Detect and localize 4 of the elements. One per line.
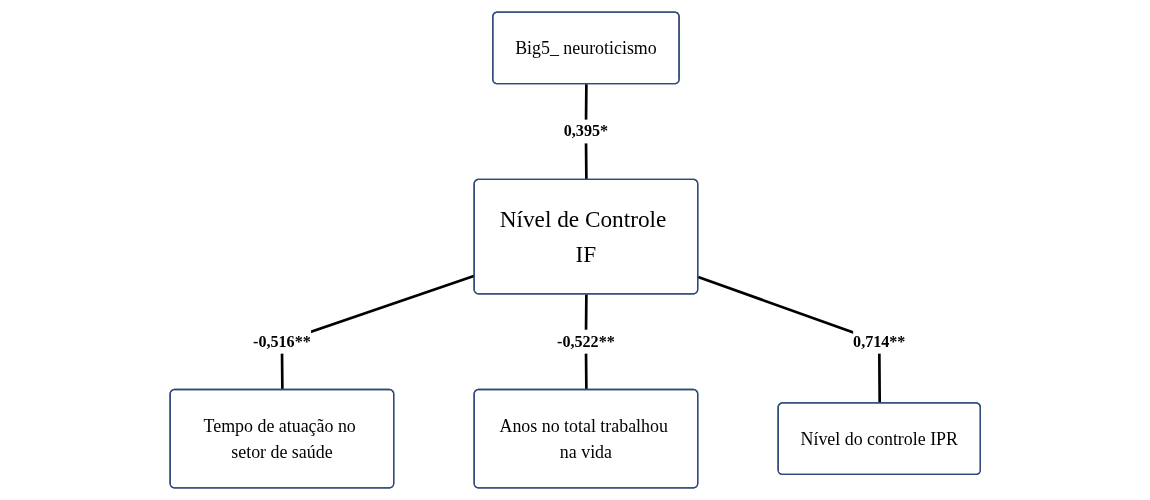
edge-label: 0,395* [563,122,608,141]
edge-label: -0,516** [252,332,311,351]
edge-label: -0,522** [556,332,615,351]
edge-label: 0,714** [852,332,906,351]
